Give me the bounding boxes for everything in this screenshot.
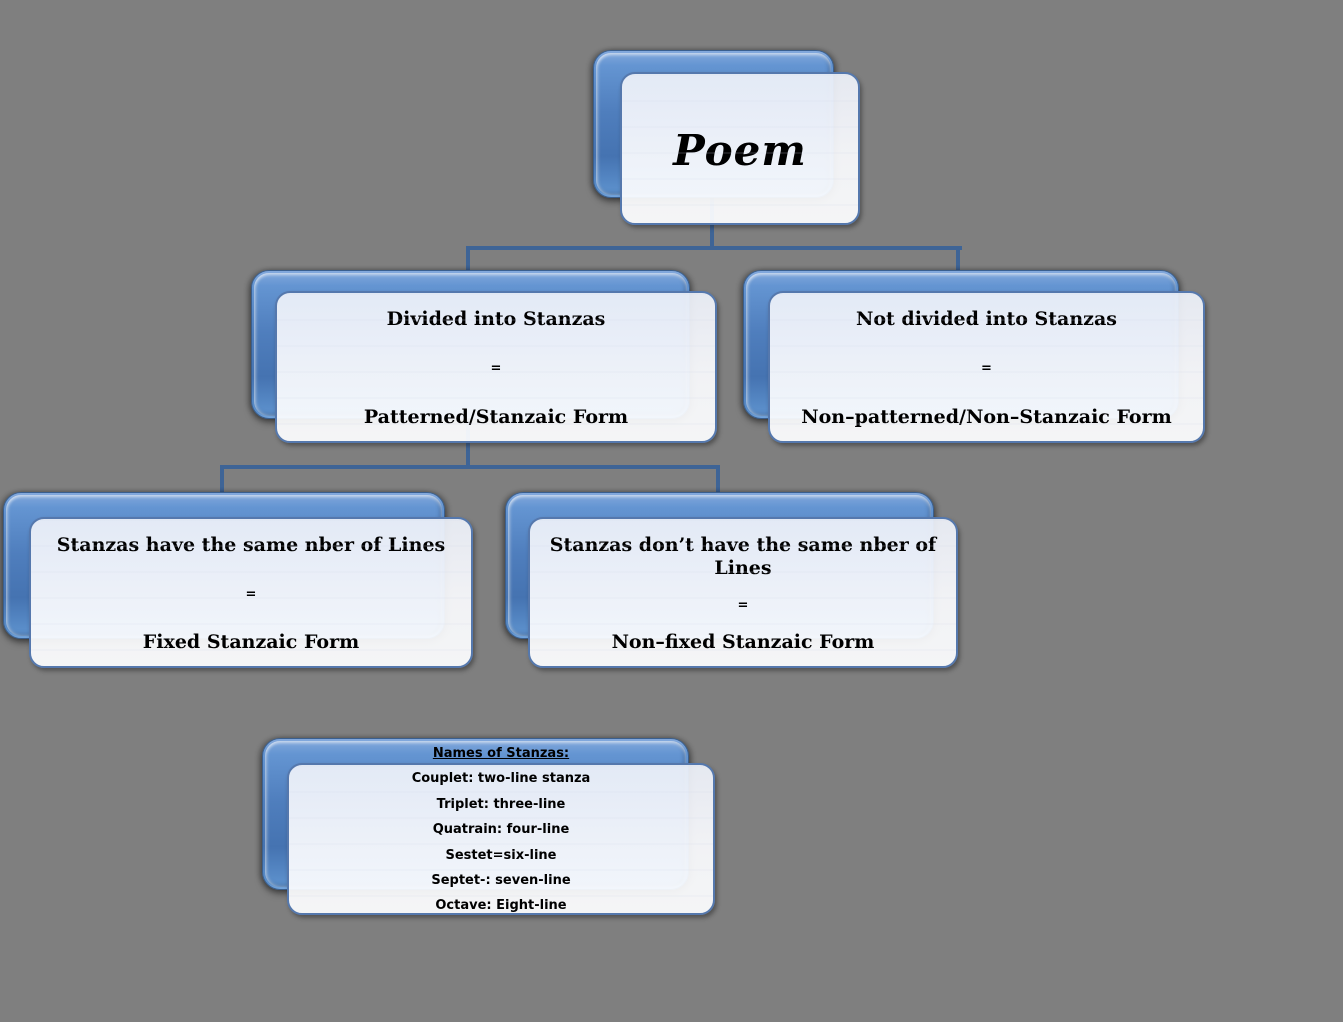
node-divided-stanzas: Divided into Stanzas = Patterned/Stanzai… [275, 291, 717, 443]
stanza-names-text: Names of Stanzas: Couplet: two-line stan… [287, 741, 715, 919]
node-divided-equals: = [490, 361, 502, 376]
node-non-fixed-line1: Stanzas don’t have the same nber of Line… [549, 534, 937, 579]
poem-title: Poem [673, 125, 807, 175]
stanza-name-item: Septet-: seven-line [431, 873, 571, 889]
node-non-fixed-equals: = [737, 597, 749, 613]
node-non-fixed-line2: Non–fixed Stanzaic Form [611, 631, 875, 654]
node-not-divided-line2: Non–patterned/Non–Stanzaic Form [801, 406, 1172, 429]
node-fixed-line1: Stanzas have the same nber of Lines [56, 534, 446, 556]
node-fixed-line2: Fixed Stanzaic Form [142, 631, 360, 654]
node-divided-line2: Patterned/Stanzaic Form [363, 406, 629, 429]
connector-level3-right-drop [716, 465, 720, 497]
stanza-name-item: Octave: Eight-line [435, 898, 567, 914]
connector-level2-horizontal [466, 246, 962, 250]
node-not-divided-line1: Not divided into Stanzas [856, 308, 1117, 330]
node-divided-line1: Divided into Stanzas [386, 308, 606, 330]
connector-level2-right-drop [956, 246, 960, 276]
node-stanza-names [287, 763, 715, 915]
stanza-name-item: Triplet: three-line [436, 796, 566, 812]
node-non-fixed-form: Stanzas don’t have the same nber of Line… [528, 517, 958, 668]
connector-level2-left-drop [466, 246, 470, 276]
stanza-name-item: Quatrain: four-line [432, 822, 570, 838]
connector-level3-left-drop [220, 465, 224, 497]
node-not-divided-equals: = [981, 361, 992, 376]
stanza-name-item: Sestet=six-line [445, 847, 557, 863]
node-not-divided: Not divided into Stanzas = Non–patterned… [768, 291, 1205, 443]
node-fixed-equals: = [245, 586, 257, 602]
node-fixed-form: Stanzas have the same nber of Lines = Fi… [29, 517, 473, 668]
node-poem: Poem [620, 72, 860, 225]
connector-level3-horizontal [220, 465, 720, 469]
stanza-name-item: Couplet: two-line stanza [411, 771, 591, 787]
stanza-names-title: Names of Stanzas: [432, 746, 570, 761]
